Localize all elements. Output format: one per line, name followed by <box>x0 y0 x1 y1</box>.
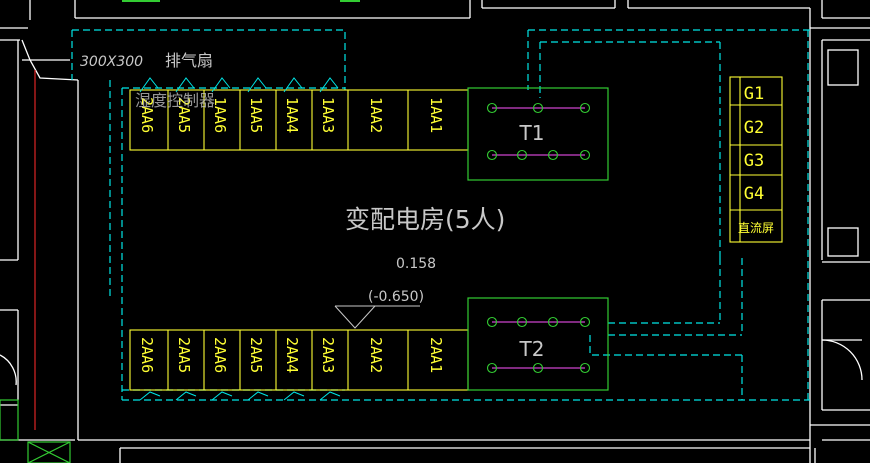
panel-labels: G1 G2 G3 G4 直流屏 <box>738 84 774 235</box>
cabinet-top-5: 1AA4 <box>283 97 301 133</box>
cabinet-bottom-3: 2AA6 <box>211 337 229 373</box>
cabinet-bottom-4: 2AA5 <box>247 337 265 373</box>
cabinet-bottom-2: 2AA5 <box>175 337 193 373</box>
cabinet-top-4: 1AA5 <box>247 97 265 133</box>
fan-box-icon <box>27 441 71 463</box>
cabinet-row-bottom <box>129 329 469 391</box>
grid-markers <box>0 0 360 441</box>
cabinet-bottom-5: 2AA4 <box>283 337 301 373</box>
cable-drops-bottom <box>139 391 341 401</box>
cabinet-bottom-1: 2AA6 <box>138 337 156 373</box>
cabinet-top-7: 1AA2 <box>367 97 385 133</box>
fan-size-label: 300X300 <box>80 54 143 70</box>
cabinet-top-6: 1AA3 <box>319 97 337 133</box>
transformer-t2: T2 <box>467 297 609 391</box>
fan-label: 排气扇 <box>165 51 213 70</box>
cabinet-bottom-8: 2AA1 <box>427 337 445 373</box>
room-title: 变配电房(5人) <box>345 205 505 234</box>
panel-g1: G1 <box>744 84 764 104</box>
cabinet-bottom-6: 2AA3 <box>319 337 337 373</box>
cabinet-top-2: 2AA5 <box>175 97 193 133</box>
panel-g4: G4 <box>744 184 764 204</box>
room-elevation: 0.158 <box>396 256 436 272</box>
transformer-t1: T1 <box>467 87 609 181</box>
cabinet-bottom-7: 2AA2 <box>367 337 385 373</box>
panel-g2: G2 <box>744 118 764 138</box>
overlap-label: 湿度控制器 <box>135 91 215 110</box>
room-elevation-paren: (-0.650) <box>368 289 424 305</box>
panel-dc: 直流屏 <box>738 221 774 235</box>
transformer-t1-label: T1 <box>519 121 545 145</box>
cabinet-top-8: 1AA1 <box>427 97 445 133</box>
cable-drops-top <box>139 77 339 93</box>
elevation-marker-icon <box>334 305 420 329</box>
panel-g3: G3 <box>744 151 764 171</box>
transformer-t2-label: T2 <box>519 337 545 361</box>
cabinet-top-1: 2AA6 <box>138 97 156 133</box>
cabinet-top-3: 1AA6 <box>211 97 229 133</box>
cabinet-labels-top: 2AA6 2AA5 1AA6 1AA5 1AA4 1AA3 1AA2 1AA1 <box>138 97 445 133</box>
cabinet-labels-bottom: 2AA6 2AA5 2AA6 2AA5 2AA4 2AA3 2AA2 2AA1 <box>138 337 445 373</box>
cable-tray <box>71 29 810 401</box>
panel-column <box>729 76 783 243</box>
